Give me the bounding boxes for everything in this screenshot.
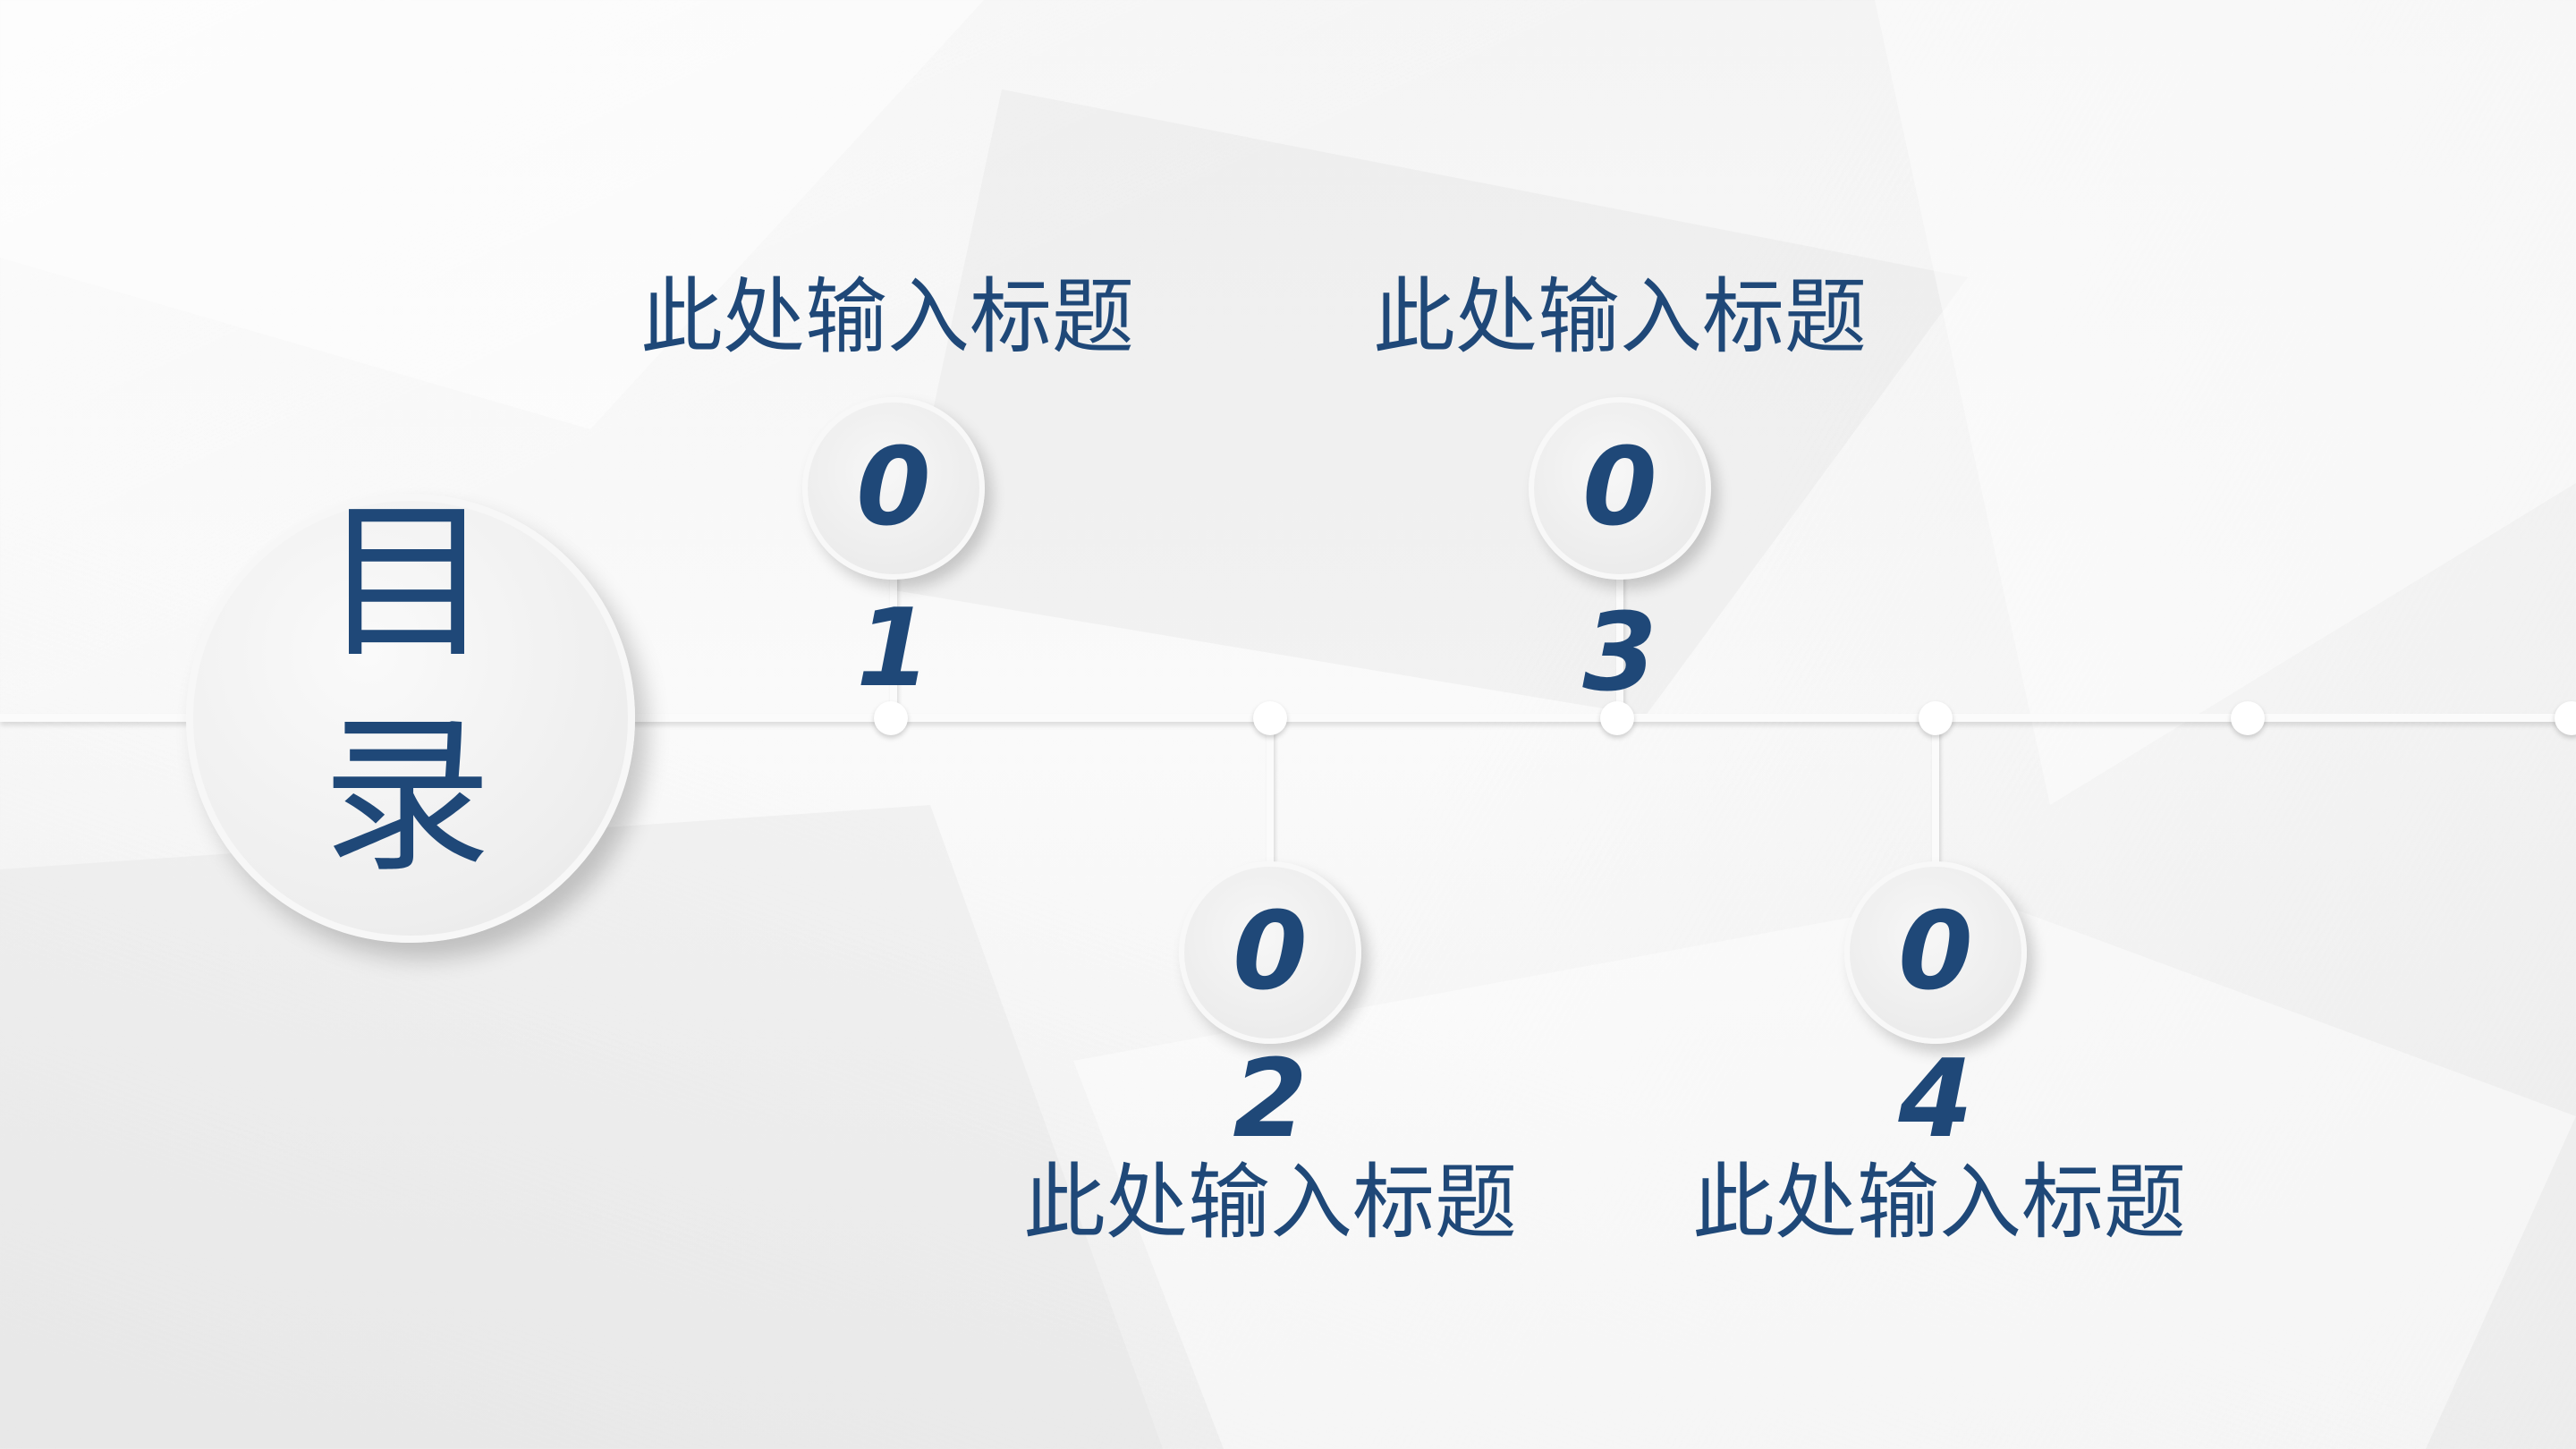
item-1-title[interactable]: 此处输入标题 xyxy=(640,269,1135,365)
connector-line xyxy=(1616,572,1623,718)
timeline-dot xyxy=(2555,701,2576,735)
item-4-title[interactable]: 此处输入标题 xyxy=(1691,1155,2187,1250)
background-polygon xyxy=(894,89,1968,716)
item-2-title[interactable]: 此处输入标题 xyxy=(1022,1155,1518,1250)
item-2-number-second: 2 xyxy=(1233,1038,1308,1162)
heading-circle xyxy=(186,494,635,943)
item-1-number-first: 0 xyxy=(856,426,931,550)
item-4-number-first: 0 xyxy=(1898,890,1973,1014)
timeline-dot xyxy=(2231,701,2265,735)
item-1-circle[interactable]: 0 xyxy=(802,397,985,580)
item-3-number-second: 3 xyxy=(1582,591,1657,716)
heading-char-2: 录 xyxy=(321,698,493,895)
item-4-circle[interactable]: 0 xyxy=(1844,861,2027,1044)
background-polygon xyxy=(0,0,984,429)
item-4-number-second: 4 xyxy=(1898,1038,1973,1162)
item-3-number-first: 0 xyxy=(1582,426,1657,550)
background-polygon xyxy=(0,805,1163,1449)
timeline-dot xyxy=(1919,701,1953,735)
timeline-dot xyxy=(1253,701,1287,735)
connector-line xyxy=(890,572,897,718)
item-1-number-second: 1 xyxy=(856,587,931,711)
timeline-dot xyxy=(1600,701,1634,735)
item-2-circle[interactable]: 0 xyxy=(1179,861,1361,1044)
timeline-line xyxy=(0,714,2576,722)
heading-char-1: 目 xyxy=(321,484,493,682)
item-2-number-first: 0 xyxy=(1233,890,1308,1014)
connector-line xyxy=(1267,718,1274,866)
item-3-circle[interactable]: 0 xyxy=(1529,397,1711,580)
connector-line xyxy=(1932,718,1939,866)
timeline-dot xyxy=(874,701,908,735)
item-3-title[interactable]: 此处输入标题 xyxy=(1372,269,1868,365)
